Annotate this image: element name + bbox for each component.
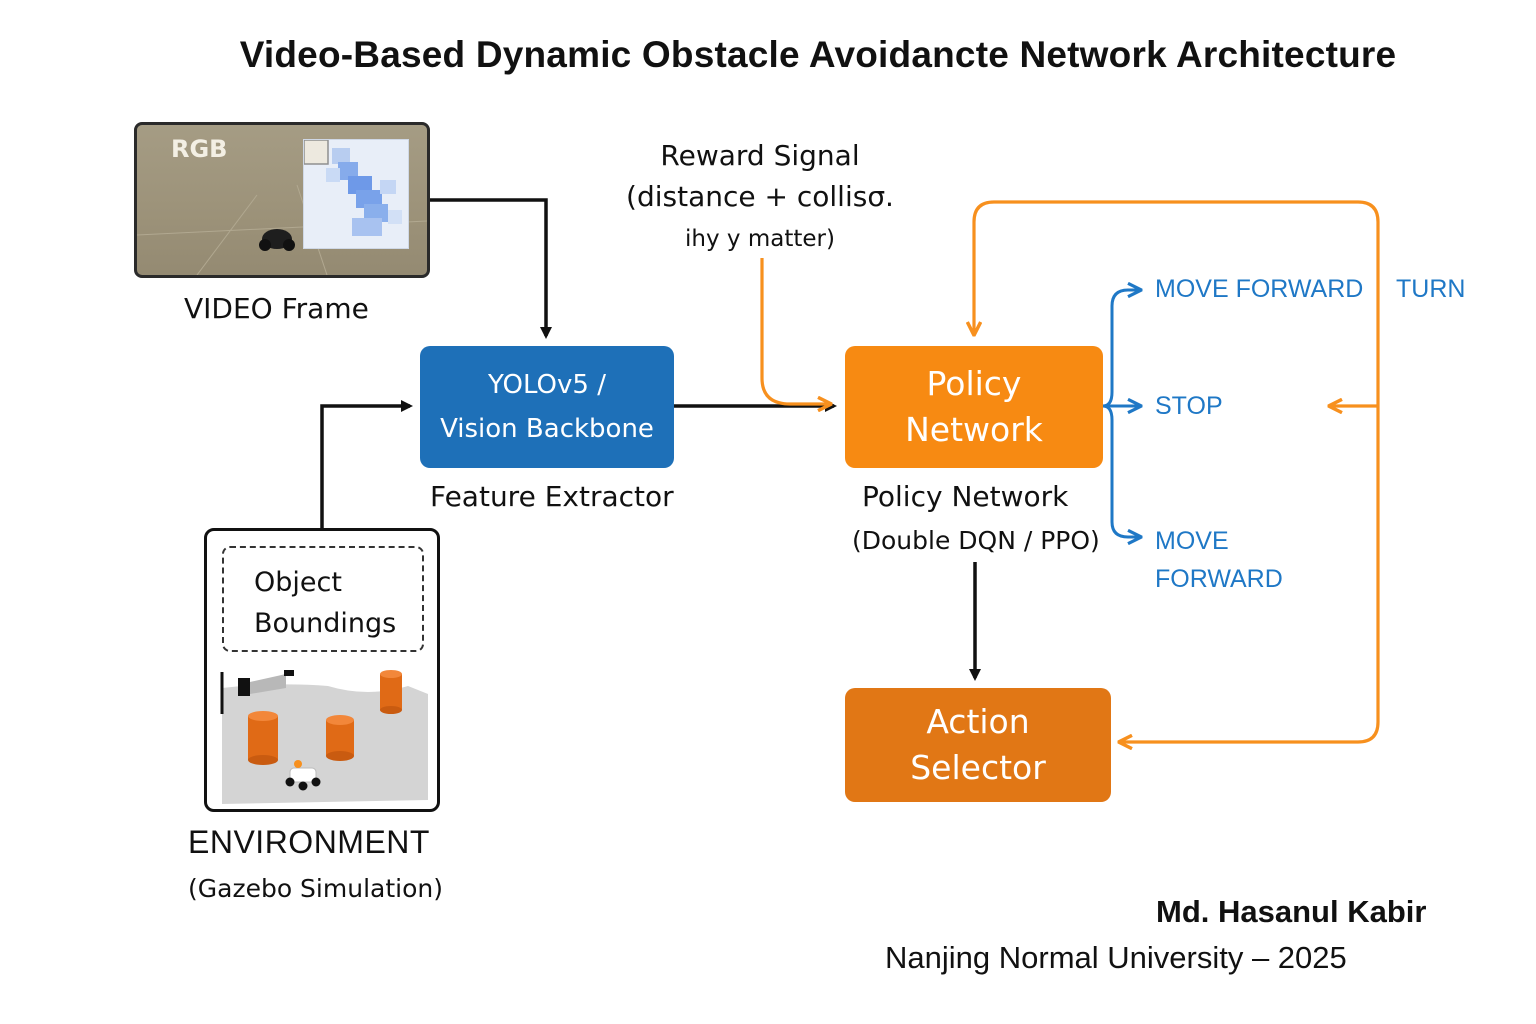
selector-line-1: Action: [926, 702, 1030, 741]
cylinder-obstacle: [380, 670, 402, 714]
cylinder-obstacle: [326, 715, 354, 761]
action-turn: TURN: [1396, 275, 1466, 303]
robot-icon: [285, 760, 321, 791]
heatmap-cells: [303, 139, 402, 236]
bbox-line-2: Boundings: [254, 608, 397, 639]
policy-line-2: Network: [905, 410, 1043, 449]
video-frame-image: RGB: [134, 122, 430, 278]
action-bottom-line-2: FORWARD: [1155, 565, 1283, 593]
cylinder-obstacle: [248, 711, 278, 765]
selector-line-2: Selector: [910, 748, 1046, 787]
environment-caption: ENVIRONMENT: [188, 824, 430, 860]
reward-line-1: Reward Signal: [660, 139, 860, 172]
arrow-reward-to-policy: [760, 258, 830, 404]
rgb-badge: RGB: [171, 135, 228, 163]
feedback-loop-to-policy: [974, 200, 1380, 406]
reward-signal-label: Reward Signal (distance + collisσ. ihy y…: [610, 136, 910, 260]
action-bottom-line-1: MOVE: [1155, 527, 1229, 555]
branch-trunk: [1102, 288, 1129, 408]
feature-extractor-caption: Feature Extractor: [430, 480, 674, 513]
action-selector-box: Action Selector: [845, 688, 1111, 802]
feedback-loop-to-selector: [1120, 406, 1380, 742]
policy-network-caption: Policy Network: [862, 480, 1069, 513]
reward-line-2: (distance + collisσ.: [626, 180, 894, 213]
gazebo-scene-image: [220, 670, 428, 804]
feature-extractor-box: YOLOv5 / Vision Backbone: [420, 346, 674, 468]
robot-icon: [259, 229, 295, 251]
action-stop: STOP: [1155, 392, 1223, 420]
arrow-env-to-extractor: [320, 400, 413, 528]
detection-heatmap: [303, 139, 409, 249]
action-move-forward-bottom: MOVE FORWARD: [1155, 522, 1283, 598]
object-boundings-box: Object Boundings: [222, 546, 424, 652]
extractor-line-1: YOLOv5 /: [488, 370, 606, 400]
diagram-title: Video-Based Dynamic Obstacle Avoidancte …: [239, 34, 1397, 75]
policy-algorithm-caption: (Double DQN / PPO): [852, 526, 1100, 555]
policy-line-1: Policy: [926, 364, 1022, 403]
reward-line-3: ihy y matter): [685, 226, 835, 252]
policy-network-box: Policy Network: [845, 346, 1103, 468]
extractor-line-2: Vision Backbone: [440, 414, 654, 444]
video-frame-caption: VIDEO Frame: [184, 292, 369, 325]
environment-subcaption: (Gazebo Simulation): [188, 874, 443, 903]
action-move-forward-top: MOVE FORWARD: [1155, 275, 1364, 303]
author-name: Md. Hasanul Kabir: [1156, 894, 1427, 929]
bbox-line-1: Object: [254, 567, 342, 598]
author-affiliation: Nanjing Normal University – 2025: [885, 940, 1347, 975]
arrow-video-to-extractor: [430, 198, 552, 339]
branch-to-move-forward-bottom: [1102, 404, 1140, 537]
